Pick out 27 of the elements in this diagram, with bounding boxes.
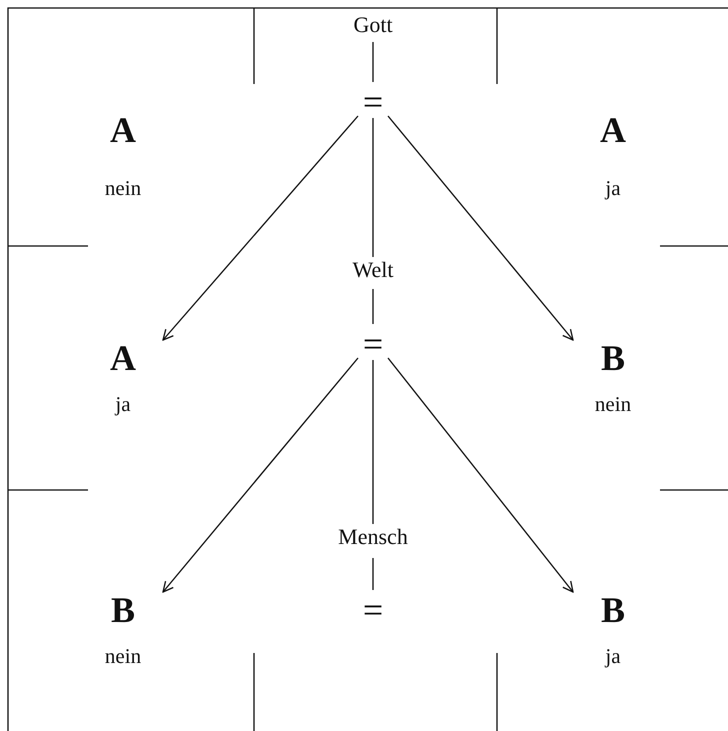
answer-label: nein — [594, 394, 632, 415]
answer-label: ja — [605, 646, 621, 667]
connector-line — [372, 289, 374, 324]
arrow — [162, 358, 358, 593]
connector-line — [372, 42, 374, 82]
letter-label: B — [110, 592, 135, 628]
term-label: Mensch — [338, 526, 408, 548]
connector-line — [372, 558, 374, 590]
equals-sign: = — [362, 326, 384, 362]
connector-line — [372, 360, 374, 524]
answer-label: ja — [605, 178, 621, 199]
connector-line — [372, 118, 374, 257]
arrow — [387, 358, 574, 593]
term-label: Welt — [352, 259, 394, 281]
arrow — [388, 116, 574, 341]
letter-label: B — [600, 340, 625, 376]
term-label: Gott — [353, 14, 393, 36]
arrow — [162, 116, 358, 341]
equals-sign: = — [362, 592, 384, 628]
letter-label: A — [600, 112, 626, 148]
answer-label: ja — [115, 394, 131, 415]
answer-label: nein — [104, 646, 142, 667]
letter-label: A — [110, 340, 136, 376]
equals-sign: = — [362, 84, 384, 120]
answer-label: nein — [104, 178, 142, 199]
letter-label: B — [600, 592, 625, 628]
letter-label: A — [110, 112, 136, 148]
